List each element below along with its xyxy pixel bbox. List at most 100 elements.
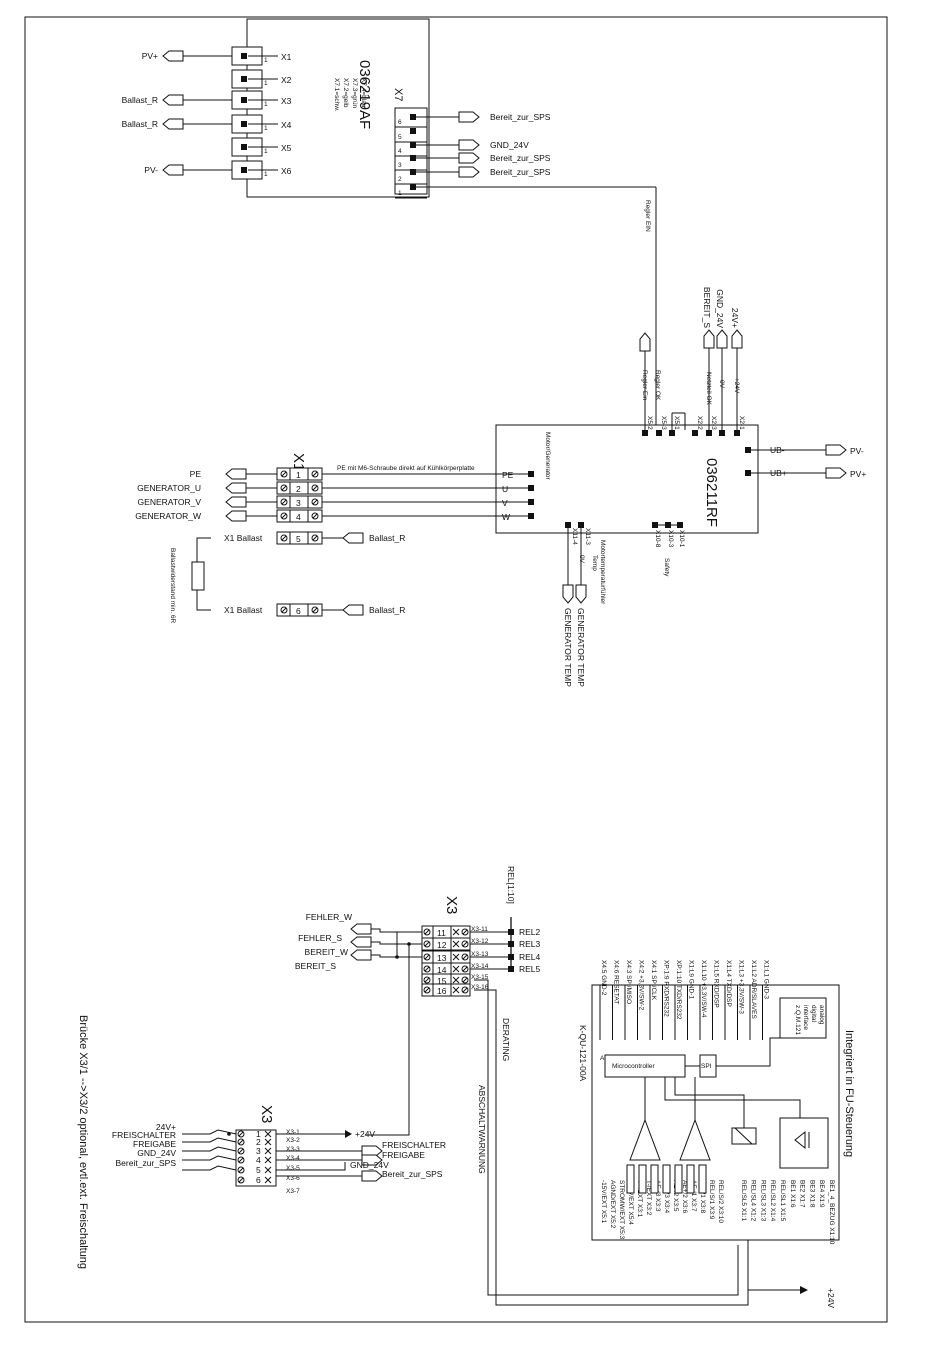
- x3-terminal-x: [452, 953, 460, 961]
- spi-feed: [716, 1037, 780, 1067]
- fu-right-pin: REL/SL2 X1:4: [769, 1180, 776, 1222]
- terminal-screw-slot: [281, 485, 287, 491]
- x7-signal-label: Bereit_zur_SPS: [490, 153, 551, 163]
- terminal-screw-slot: [281, 499, 287, 505]
- regler-ok-label: Regler OK: [654, 370, 661, 401]
- gen-signal-GENERATOR_V: GENERATOR_V: [138, 497, 202, 507]
- x1-label: X1: [290, 453, 307, 471]
- x3-terminal-tag: X3-11: [471, 926, 488, 933]
- terminal-contact: [241, 121, 247, 127]
- gen-inside-label: W: [502, 512, 510, 522]
- signal-label-Ballast_R: Ballast_R: [122, 119, 158, 129]
- regler-ein-in-label: Regler Ein: [641, 370, 648, 401]
- fu-top-pin: X4:2 +3,3V/SW-2: [638, 960, 645, 1011]
- interface-text: interface: [802, 1005, 809, 1030]
- terminal-pin-one: 1: [264, 80, 268, 87]
- spi-label: SPI: [701, 1063, 712, 1070]
- terminal-screw-slot: [424, 987, 430, 993]
- fu-right-pin: BE2 X1:7: [799, 1180, 806, 1208]
- x3-supply-tag: X3-6: [286, 1175, 300, 1182]
- x3-terminal-x: [452, 976, 460, 984]
- terminal-screw-slot: [238, 1157, 244, 1163]
- abschalt-wire: [474, 979, 739, 1296]
- gen-terminal-number: 2: [296, 484, 301, 494]
- fu-bottom-pin: AE-/3 X3:3: [654, 1180, 661, 1212]
- right-freischalter-label: FREISCHALTER: [382, 1140, 446, 1150]
- relay-coil-diagonal: [734, 1127, 753, 1145]
- ballast-resistor-wire: [196, 537, 211, 562]
- terminal-x-label: X2: [281, 75, 292, 85]
- module-pin-label: X5-2: [646, 416, 653, 430]
- right-gnd-label: GND_24V: [350, 1160, 389, 1170]
- x3-supply-in-wire: [182, 1129, 237, 1135]
- x3-supply-signal-Bereit_zur_SPS: Bereit_zur_SPS: [116, 1158, 177, 1168]
- x7-pin-number: 6: [398, 119, 402, 126]
- pv-minus-label: PV-: [850, 446, 864, 456]
- terminal-screw-slot: [424, 929, 430, 935]
- rel-label: REL3: [519, 939, 541, 949]
- freigabe-arrow: [361, 1154, 383, 1166]
- fu-bottom-pin: T+/EXT X3:1: [636, 1180, 643, 1218]
- fu-steuerung-title: Integriert in FU-Steuerung: [843, 1030, 855, 1157]
- input-label-BEREIT_S: BEREIT_S: [702, 287, 712, 328]
- ballast-signal-label: Ballast_R: [369, 605, 405, 615]
- terminal-x-label: X3: [281, 96, 292, 106]
- resistor-5: [674, 1164, 683, 1194]
- terminal-screw-slot: [238, 1148, 244, 1154]
- fu-top-pin: XP:1:10 TXD/RS232: [675, 960, 682, 1020]
- rel-label: REL2: [519, 927, 541, 937]
- x7-signal-arrow: [458, 139, 480, 151]
- derating-label: DERATING: [501, 1018, 511, 1061]
- terminal-pin-one: 1: [264, 57, 268, 64]
- interface-text: digital: [810, 1005, 817, 1023]
- gen-contact: [528, 499, 534, 505]
- right-bereit-label: Bereit_zur_SPS: [382, 1169, 443, 1179]
- x3-terminal-tag: X3-14: [471, 963, 489, 970]
- gen-inside-label: PE: [502, 470, 514, 480]
- terminal-screw-slot: [424, 977, 430, 983]
- terminal-x-label: X6: [281, 166, 292, 176]
- signal-label-PV-: PV-: [144, 165, 158, 175]
- ballast-arrow: [342, 532, 364, 544]
- terminal-contact: [241, 97, 247, 103]
- x3-supply-signal-24V+: 24V+: [156, 1122, 176, 1132]
- ballast-signal-label: Ballast_R: [369, 533, 405, 543]
- x3-signal-wire: [371, 941, 422, 945]
- part-number-036211rf: 036211RF: [703, 458, 720, 527]
- x3-terminal-row: [421, 983, 471, 997]
- terminal-screw-slot: [424, 966, 430, 972]
- gen-terminal-number: 3: [296, 498, 301, 508]
- terminal-screw-slot: [238, 1131, 244, 1137]
- fu-right-pin: REL/SL4 X1:2: [750, 1180, 757, 1222]
- terminal-screw-slot: [462, 954, 468, 960]
- rel-contact: [508, 954, 514, 960]
- terminal-screw-slot: [312, 499, 318, 505]
- x3-terminal-x: [452, 965, 460, 973]
- x7-pin-number: 2: [398, 176, 402, 183]
- x3-terminal-tag: X3-16: [471, 984, 489, 991]
- gen-signal-PE: PE: [190, 469, 202, 479]
- temp-pin-label: X11-4: [571, 528, 578, 545]
- x3-signal-BEREIT_S: BEREIT_S: [295, 961, 336, 971]
- rel-contact: [508, 966, 514, 972]
- motor-generator-label: Motor/Generator: [544, 432, 551, 481]
- fu-top-pin: X1:L2 ADR/SLAVES: [750, 960, 757, 1019]
- x3-supply-tag: X3-2: [286, 1137, 300, 1144]
- fu-right-pin: REL/SL1 X1:5: [779, 1180, 786, 1222]
- gen-terminal-number: 1: [296, 470, 301, 480]
- terminal-x-label: X4: [281, 120, 292, 130]
- fu-bottom-pin: AE-/1 X3:7: [690, 1180, 697, 1212]
- fu-right-pin: BE1 X1:6: [789, 1180, 796, 1208]
- terminal-screw-slot: [312, 607, 318, 613]
- x7-pin-number: 3: [398, 162, 402, 169]
- junction-dot: [407, 942, 411, 946]
- junction-dot: [227, 1132, 231, 1136]
- regler-ein-label: Regler EIN: [644, 200, 651, 232]
- x3-signal-FEHLER_W: FEHLER_W: [306, 912, 352, 922]
- terminal-screw-slot: [281, 513, 287, 519]
- module-pin-label: X5-1: [673, 416, 680, 430]
- x3-supply-label: X3: [258, 1105, 275, 1123]
- fu-right-pin: REL/SL3 X1:3: [759, 1180, 766, 1222]
- x3-supply-number: 3: [256, 1146, 261, 1156]
- x3-supply-extra-tag: X3-7: [286, 1188, 300, 1195]
